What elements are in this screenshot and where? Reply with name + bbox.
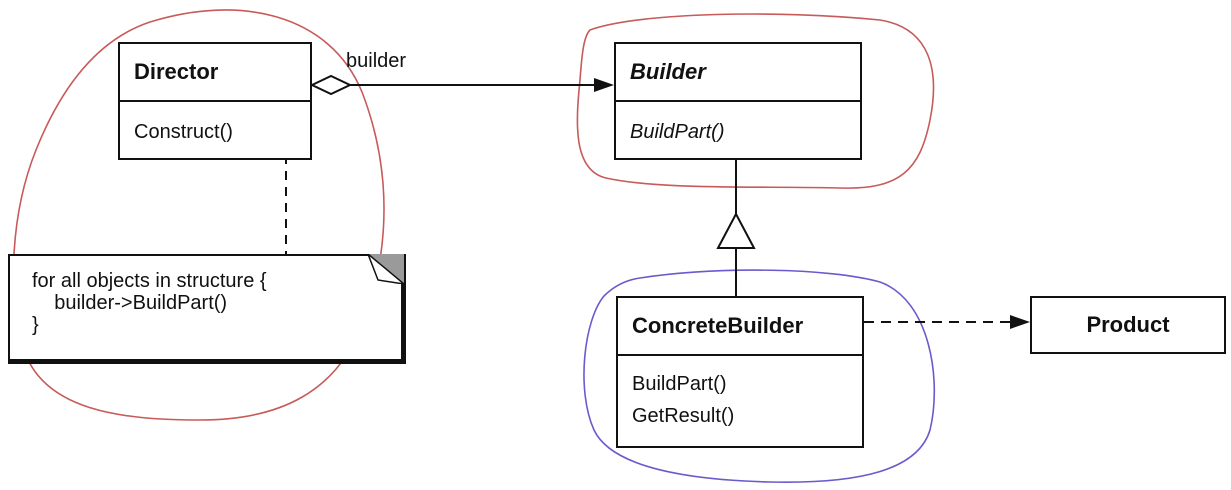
association-arrowhead (594, 78, 614, 92)
director-operation: Construct() (134, 121, 233, 143)
note-line: } (32, 314, 39, 336)
director-group-circle (12, 9, 385, 421)
note-line: for all objects in structure { (32, 270, 267, 292)
builder-class-name: Builder (616, 44, 860, 102)
pseudocode-note: for all objects in structure { builder->… (8, 254, 406, 364)
concrete-builder-class: ConcreteBuilder BuildPart() GetResult() (616, 296, 864, 448)
builder-group-circle (576, 13, 935, 189)
concrete-builder-operation: GetResult() (632, 405, 735, 427)
note-dog-ear-icon (368, 254, 404, 284)
product-class: Product (1030, 296, 1226, 354)
concrete-builder-operations: BuildPart() GetResult() (618, 356, 862, 438)
aggregation-diamond (309, 74, 353, 96)
concrete-builder-class-name: ConcreteBuilder (618, 298, 862, 356)
generalization-triangle (716, 211, 756, 249)
builder-operation: BuildPart() (630, 121, 725, 143)
builder-operations: BuildPart() (616, 102, 860, 154)
association-label: builder (346, 50, 407, 72)
dependency-arrowhead (1010, 315, 1030, 329)
note-line: builder->BuildPart() (32, 292, 228, 314)
concrete-group-circle (583, 269, 936, 483)
director-operations: Construct() (120, 102, 310, 154)
director-class-name: Director (120, 44, 310, 102)
director-class: Director Construct() (118, 42, 312, 160)
concrete-builder-operation: BuildPart() (632, 373, 727, 395)
builder-class: Builder BuildPart() (614, 42, 862, 160)
